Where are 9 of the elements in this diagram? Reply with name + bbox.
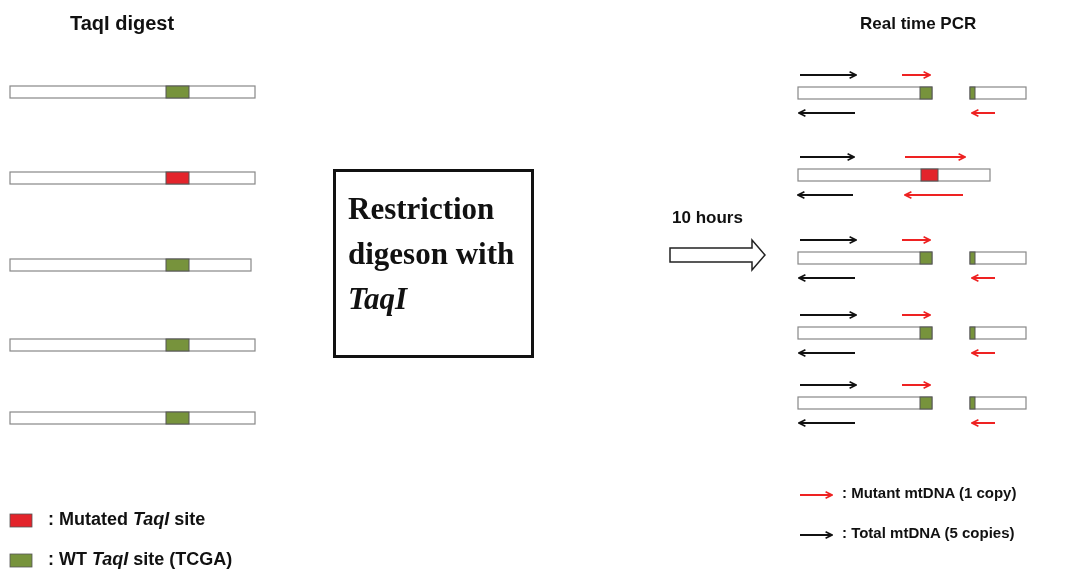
duration-label: 10 hours — [672, 208, 743, 228]
legend-text: : Total mtDNA (5 copies) — [842, 524, 1015, 541]
process-text: Restriction digeson with TaqI — [348, 190, 516, 318]
legend-text: : WT TaqI site (TCGA) — [48, 549, 233, 570]
legend-text: : Mutant mtDNA (1 copy) — [842, 484, 1017, 501]
legend-text: : Mutated TaqI site — [48, 509, 206, 530]
process-box — [333, 169, 534, 358]
panel-heading: Real time PCR — [860, 14, 977, 34]
panel-heading: TaqI digest — [70, 12, 175, 35]
